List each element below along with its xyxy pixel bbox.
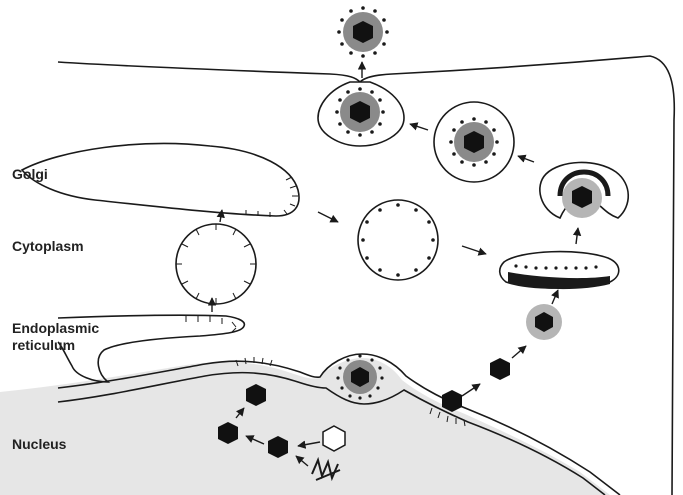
golgi-label: Golgi [12, 166, 48, 183]
arrow-golgi-to-vesicle [318, 212, 338, 222]
arrow-tegument-to-cisterna [552, 290, 558, 304]
arrow-vesicle-to-fusion [410, 124, 428, 130]
arrow-wrap-to-vesicle [518, 156, 534, 162]
capsid-cytoplasm-2 [490, 358, 510, 380]
er-label-line2: reticulum [12, 337, 75, 354]
arrow-capsid-bud-exit [462, 384, 480, 396]
arrow-capsid1-to-capsid2 [512, 346, 526, 358]
er-label-line1: Endoplasmic [12, 320, 99, 337]
golgi-derived-vesicle [358, 200, 438, 280]
cytoplasm-label: Cytoplasm [12, 238, 84, 255]
empty-capsid [323, 426, 345, 451]
transport-vesicle-er-golgi [176, 224, 256, 304]
arrow-cisterna-to-wrap [576, 228, 578, 244]
nucleus-label: Nucleus [12, 436, 66, 453]
arrow-vesicle-to-cisterna [462, 246, 486, 254]
nucleus-region [0, 358, 610, 495]
er-spikes [186, 316, 236, 332]
golgi-cisterna [22, 143, 299, 216]
